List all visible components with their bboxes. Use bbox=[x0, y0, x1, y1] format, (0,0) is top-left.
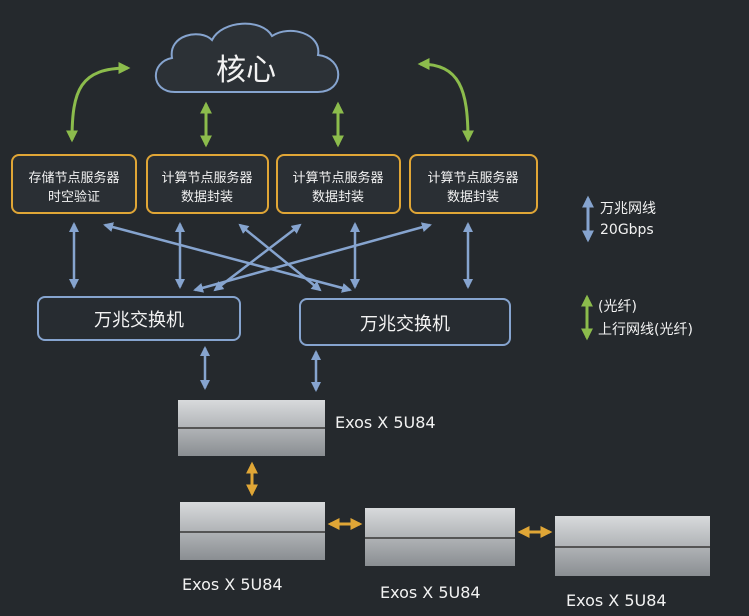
switch-1: 万兆交换机 bbox=[299, 298, 511, 346]
storage-links bbox=[246, 461, 553, 538]
node-server-2: 计算节点服务器 数据封装 bbox=[276, 154, 401, 214]
node-subtitle: 数据封装 bbox=[312, 190, 364, 205]
switch-label: 万兆交换机 bbox=[360, 314, 450, 335]
node-server-1: 计算节点服务器 数据封装 bbox=[146, 154, 269, 214]
node-subtitle: 数据封装 bbox=[181, 190, 233, 205]
node-subtitle: 数据封装 bbox=[447, 190, 499, 205]
core-label: 核心 bbox=[216, 53, 276, 88]
node-title: 计算节点服务器 bbox=[427, 170, 518, 186]
ethernet-links bbox=[69, 222, 473, 392]
legend-green-desc: 上行网线(光纤) bbox=[598, 322, 693, 338]
node-title: 存储节点服务器 bbox=[28, 170, 119, 186]
switch-label: 万兆交换机 bbox=[94, 310, 184, 331]
storage-unit-3: Exos X 5U84 bbox=[555, 516, 710, 610]
storage-label: Exos X 5U84 bbox=[380, 583, 481, 602]
uplink-arrows bbox=[66, 58, 474, 148]
legend-green-label: (光纤) bbox=[598, 299, 637, 315]
storage-unit-0: Exos X 5U84 bbox=[178, 400, 436, 456]
node-subtitle: 时空验证 bbox=[48, 189, 100, 205]
legend: 万兆网线 20Gbps (光纤) 上行网线(光纤) bbox=[581, 195, 693, 341]
storage-unit-1: Exos X 5U84 bbox=[180, 502, 325, 594]
storage-label: Exos X 5U84 bbox=[335, 413, 436, 432]
core-cloud: 核心 bbox=[154, 22, 340, 93]
storage-label: Exos X 5U84 bbox=[182, 575, 283, 594]
storage-label: Exos X 5U84 bbox=[566, 591, 667, 610]
legend-blue-speed: 20Gbps bbox=[600, 222, 654, 238]
node-title: 计算节点服务器 bbox=[292, 170, 383, 186]
legend-blue-label: 万兆网线 bbox=[600, 201, 656, 217]
storage-unit-2: Exos X 5U84 bbox=[365, 508, 515, 602]
node-server-3: 计算节点服务器 数据封装 bbox=[409, 154, 538, 214]
node-title: 计算节点服务器 bbox=[161, 170, 252, 186]
node-server-0: 存储节点服务器 时空验证 bbox=[11, 154, 137, 214]
switch-0: 万兆交换机 bbox=[37, 296, 241, 341]
